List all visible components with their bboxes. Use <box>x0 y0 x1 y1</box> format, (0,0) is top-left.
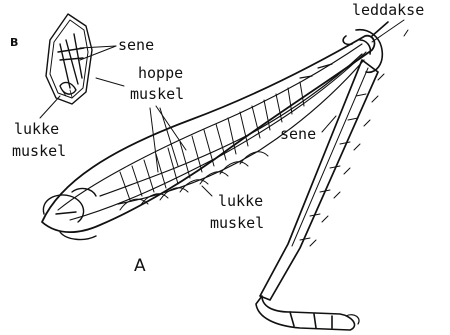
tarsus <box>256 296 359 330</box>
panel-a-label: A <box>134 258 146 275</box>
lukke-muskel-label-b-line2: muskel <box>12 144 66 159</box>
lukke-muskel-label-b-line1: lukke <box>14 122 59 137</box>
lukke-muskel-label-a-line1: lukke <box>218 194 263 209</box>
sene-label-b: sene <box>118 38 154 53</box>
femur-outline <box>42 36 374 232</box>
hoppe-muskel-label-line2: muskel <box>130 87 184 102</box>
lukke-muskel-label-a-line2: muskel <box>210 216 264 231</box>
hoppe-muskel-label-line1: hoppe <box>138 66 183 81</box>
lukke-muskel-a-leader <box>202 186 212 196</box>
panel-b-label: B <box>10 37 18 48</box>
leddakse-label: leddakse <box>352 3 424 18</box>
stray-mark <box>404 30 408 36</box>
sene-label-a: sene <box>280 127 316 142</box>
panel-b-cross-section <box>46 14 92 104</box>
tibia <box>260 60 384 300</box>
